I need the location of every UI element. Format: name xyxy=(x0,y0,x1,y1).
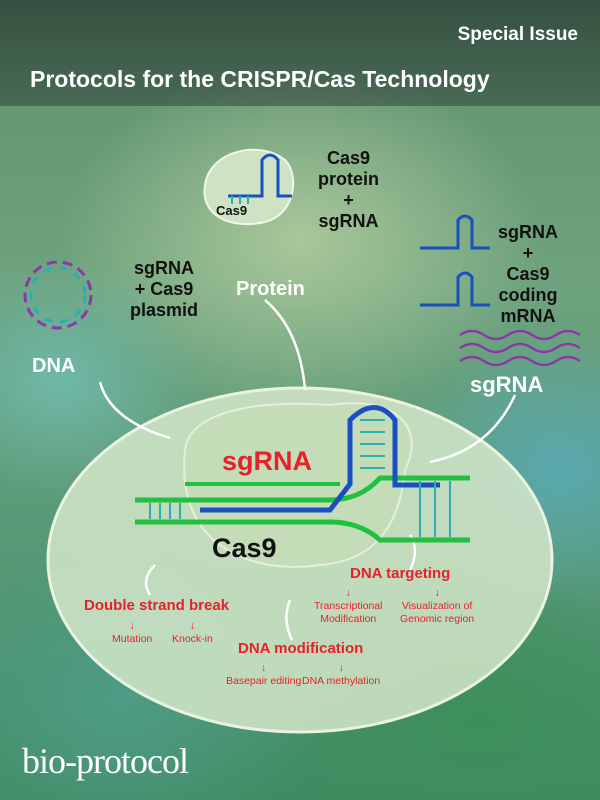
protein-sgrna-icon xyxy=(228,153,292,198)
rna-title: sgRNA xyxy=(470,372,544,397)
plasmid-icon xyxy=(23,260,93,330)
mrna-sgrna-icons xyxy=(420,214,490,307)
dsb-item: ↓Knock-in xyxy=(172,620,213,645)
modification-item: ↓Basepair editing xyxy=(226,662,302,687)
dna-label: sgRNA + Cas9 plasmid xyxy=(130,258,199,320)
dsb-item: ↓Mutation xyxy=(112,620,153,645)
special-issue-label: Special Issue xyxy=(457,24,578,45)
dsb-title: Double strand break xyxy=(84,597,230,614)
rna-label: sgRNA + Cas9 coding mRNA xyxy=(498,222,559,326)
cas9-label: Cas9 xyxy=(212,533,277,563)
target-dna xyxy=(135,405,470,543)
sgrna-label: sgRNA xyxy=(222,446,313,476)
modification-title: DNA modification xyxy=(238,640,364,657)
protein-blob xyxy=(203,148,295,226)
bio-protocol-logo: bio-protocol xyxy=(22,741,189,781)
targeting-item: ↓ Visualization of Genomic region xyxy=(400,587,475,625)
dna-title: DNA xyxy=(32,355,76,377)
title-banner xyxy=(0,0,600,106)
modification-item: ↓DNA methylation xyxy=(302,662,381,687)
delivery-arrows xyxy=(98,299,517,641)
targeting-title: DNA targeting xyxy=(350,565,451,582)
protein-title: Protein xyxy=(236,278,305,300)
protein-cas9-label: Cas9 xyxy=(216,203,248,218)
targeting-item: ↓ Transcriptional Modification xyxy=(314,587,383,625)
protein-complex-label: Cas9 protein + sgRNA xyxy=(318,148,379,231)
issue-title: Protocols for the CRISPR/Cas Technology xyxy=(30,66,490,92)
mrna-waves xyxy=(459,329,581,367)
